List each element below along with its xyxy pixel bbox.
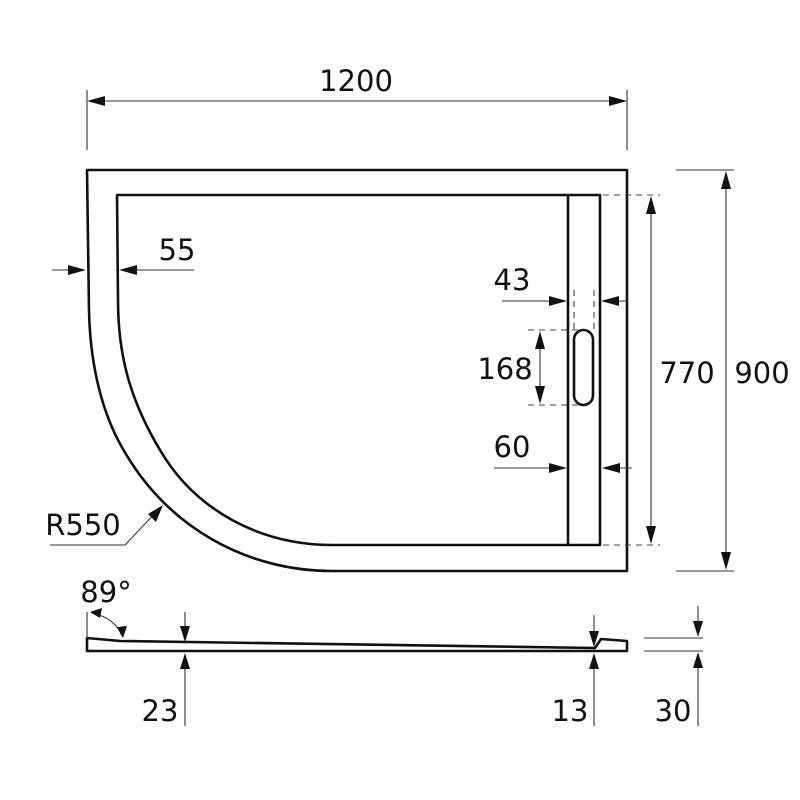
dim-channel-offset: 60: [494, 430, 632, 473]
dim-inner-depth: 770: [603, 194, 715, 546]
section-view: [85, 636, 629, 653]
dim-thickness-left: 23: [142, 612, 190, 728]
dim-drain-slot: 168: [477, 329, 580, 406]
tray-outer-outline: [85, 168, 629, 573]
dim-label-168: 168: [477, 352, 532, 386]
dim-rim-angle: 89°: [80, 575, 132, 638]
dim-overall-width: 1200: [86, 64, 628, 150]
dim-rim-left: 55: [52, 233, 195, 275]
drain-slot: [572, 328, 595, 407]
dim-overall-depth: 900: [676, 169, 790, 572]
dim-label-770: 770: [659, 356, 714, 390]
dim-label-55: 55: [159, 233, 196, 267]
dim-label-r550: R550: [45, 508, 121, 542]
dim-label-43: 43: [494, 263, 531, 297]
tray-inner-outline: [115, 193, 602, 547]
plan-view: [85, 168, 629, 573]
dim-label-900: 900: [734, 356, 789, 390]
dim-radius: R550: [45, 505, 163, 546]
dim-label-89deg: 89°: [80, 575, 131, 609]
dim-total-height: 30: [644, 606, 703, 728]
dim-label-13: 13: [552, 694, 589, 728]
dim-thickness-right: 13: [552, 615, 599, 728]
dim-label-23: 23: [142, 694, 179, 728]
dim-label-30: 30: [655, 694, 692, 728]
tray-section-profile: [85, 636, 629, 653]
dim-label-60: 60: [494, 430, 531, 464]
dim-label-1200: 1200: [319, 64, 393, 98]
dim-channel-width: 43: [494, 263, 627, 330]
